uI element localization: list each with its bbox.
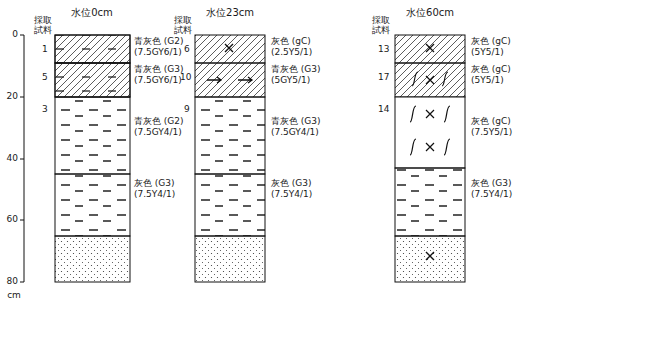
sample-number: 6 xyxy=(184,45,190,55)
sample-heading: 採取試料 xyxy=(372,16,390,36)
soil-color: 青灰色 (G3) xyxy=(271,65,321,75)
sample-heading: 採取試料 xyxy=(34,16,52,36)
soil-color: 灰色 (gC) xyxy=(471,65,511,75)
depth-unit: cm xyxy=(7,291,21,301)
sample-number: 9 xyxy=(184,105,190,115)
soil-color: 青灰色 (G2) xyxy=(134,117,184,127)
sample-number: 10 xyxy=(180,73,191,83)
soil-color: 灰色 (gC) xyxy=(271,37,311,47)
munsell-code: (7.5Y4/1) xyxy=(271,190,312,200)
munsell-code: (5Y5/1) xyxy=(471,76,504,86)
munsell-code: (5Y5/1) xyxy=(471,48,504,58)
depth-tick: 20 xyxy=(7,92,18,102)
munsell-code: (7.5GY6/1) xyxy=(134,48,182,58)
munsell-code: (5GY5/1) xyxy=(271,76,310,86)
soil-color: 灰色 (G3) xyxy=(471,179,512,189)
soil-color: 灰色 (gC) xyxy=(471,117,511,127)
column-title: 水位60cm xyxy=(406,7,454,18)
munsell-code: (7.5Y5/1) xyxy=(471,128,512,138)
sample-number: 17 xyxy=(378,73,389,83)
sample-heading: 採取試料 xyxy=(174,16,192,36)
depth-tick: 80 xyxy=(7,277,18,287)
sample-number: 13 xyxy=(378,45,389,55)
munsell-code: (7.5Y4/1) xyxy=(471,190,512,200)
soil-color: 灰色 (G3) xyxy=(271,179,312,189)
soil-color: 青灰色 (G3) xyxy=(271,117,321,127)
munsell-code: (7.5GY6/1) xyxy=(134,76,182,86)
munsell-code: (7.5GY4/1) xyxy=(271,128,319,138)
soil-color: 灰色 (G3) xyxy=(134,179,175,189)
soil-color: 青灰色 (G2) xyxy=(134,37,184,47)
munsell-code: (2.5Y5/1) xyxy=(271,48,312,58)
sample-number: 1 xyxy=(42,45,48,55)
depth-tick: 60 xyxy=(7,215,18,225)
sample-number: 5 xyxy=(42,73,48,83)
column-title: 水位23cm xyxy=(206,7,254,18)
soil-color: 青灰色 (G3) xyxy=(134,65,184,75)
sample-number: 14 xyxy=(378,105,389,115)
depth-tick: 0 xyxy=(12,30,18,40)
depth-tick: 40 xyxy=(7,154,18,164)
sample-number: 3 xyxy=(42,105,48,115)
munsell-code: (7.5GY4/1) xyxy=(134,128,182,138)
munsell-code: (7.5Y4/1) xyxy=(134,190,175,200)
column-title: 水位0cm xyxy=(71,7,113,18)
soil-color: 灰色 (gC) xyxy=(471,37,511,47)
